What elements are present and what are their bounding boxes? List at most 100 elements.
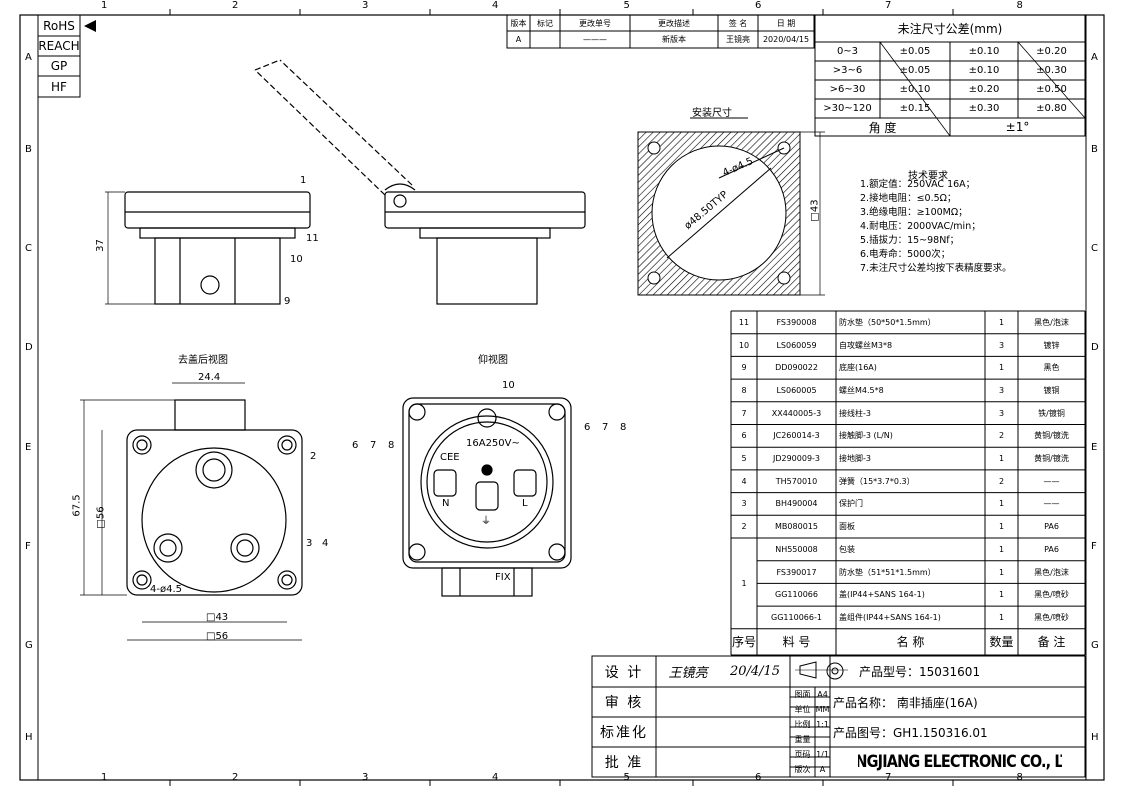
bottom-view bbox=[402, 397, 572, 597]
designer-name: 王镜亮 bbox=[668, 666, 708, 681]
bom-cell: 11 bbox=[738, 317, 750, 327]
bom-cell: 1 bbox=[998, 454, 1005, 464]
frame-top-number: 1 bbox=[101, 0, 108, 11]
bom-cell: PA6 bbox=[1044, 522, 1059, 532]
bom-cell: 黄铜/镀洗 bbox=[1034, 431, 1069, 441]
balloon-rear: 4 bbox=[322, 538, 329, 549]
rev-header: 更改单号 bbox=[579, 18, 611, 28]
design-date: 20/4/15 bbox=[729, 664, 781, 679]
bom-cell: LS060059 bbox=[776, 340, 817, 350]
bom-cell: 黑色/喷砂 bbox=[1034, 590, 1069, 600]
bom-header: 序号 bbox=[731, 635, 756, 650]
tolerance-cell: >6~30 bbox=[829, 84, 866, 95]
balloon-bottom: 6 bbox=[584, 422, 591, 433]
balloon-bottom: 8 bbox=[620, 422, 627, 433]
bom-cell: 2 bbox=[998, 431, 1005, 441]
balloon-bottom: 7 bbox=[602, 422, 609, 433]
bom-cell: 2 bbox=[741, 522, 747, 532]
tech-req-item: 1.额定值：250VAC 16A； bbox=[860, 179, 976, 190]
frame-bottom-number: 3 bbox=[362, 772, 369, 783]
side-view-right bbox=[254, 59, 586, 305]
tech-req-list: 1.额定值：250VAC 16A； 2.接地电阻：≤0.5Ω； 3.绝缘电阻：≥… bbox=[860, 178, 1012, 276]
balloon-bottom: 8 bbox=[388, 440, 395, 451]
bom-cell: 8 bbox=[741, 385, 747, 395]
rear-height-dim: 67.5 bbox=[71, 494, 83, 517]
bom-cell: 1 bbox=[998, 544, 1005, 554]
frame-left-letter: G bbox=[25, 639, 33, 651]
tolerance-cell: ±0.30 bbox=[968, 103, 1000, 114]
rear-view-title: 去盖后视图 bbox=[178, 355, 228, 366]
rev-header: 更改描述 bbox=[658, 18, 690, 28]
tolerance-cell: >30~120 bbox=[823, 103, 872, 114]
tolerance-cell: 0~3 bbox=[836, 46, 859, 57]
bom-cell: 镀锌 bbox=[1043, 340, 1060, 350]
tolerance-cell: ±0.30 bbox=[1036, 65, 1067, 76]
bom-cell: 黄铜/镀洗 bbox=[1034, 454, 1069, 464]
bom-cell: —— bbox=[1043, 476, 1060, 486]
frame-bottom-number: 4 bbox=[492, 772, 499, 783]
bom-cell: NH550008 bbox=[775, 544, 818, 554]
rev-cell: 王镜亮 bbox=[726, 35, 750, 44]
bom-cell: 黑色 bbox=[1043, 363, 1060, 373]
balloon-rear: 2 bbox=[310, 451, 317, 462]
tolerance-cell: ±0.20 bbox=[968, 84, 1000, 95]
rev-cell bbox=[530, 31, 560, 48]
rev-header: 版本 bbox=[510, 18, 527, 28]
product-name: 产品名称： 南非插座(16A) bbox=[833, 695, 978, 710]
tolerance-cell: ±0.80 bbox=[1036, 103, 1067, 114]
tech-req-item: 5.插拔力：15~98Nf； bbox=[860, 235, 960, 246]
frame-right-letter: E bbox=[1091, 441, 1098, 453]
bom-cell: 5 bbox=[741, 454, 747, 464]
frame-left-letter: A bbox=[25, 51, 32, 63]
bom-cell: 1 bbox=[998, 590, 1005, 600]
bom-cell: PA6 bbox=[1044, 544, 1059, 554]
selection-arrow-icon bbox=[84, 20, 96, 32]
install-square-dim: □43 bbox=[809, 199, 821, 222]
frame-left-letter: F bbox=[25, 540, 31, 552]
frame-top-number: 8 bbox=[1016, 0, 1023, 11]
tb-meta-cell: A bbox=[819, 765, 826, 774]
bom-cell: BH490004 bbox=[775, 499, 818, 509]
frame-bottom-number: 8 bbox=[1016, 772, 1023, 783]
face-neutral-mark: N bbox=[442, 498, 450, 509]
tb-meta-cell: 1:1 bbox=[816, 720, 829, 729]
frame-right-letter: F bbox=[1091, 540, 1097, 552]
bom-cell: 面板 bbox=[839, 522, 855, 532]
projection-symbol-icon bbox=[795, 661, 848, 680]
bom-cell: 3 bbox=[998, 408, 1005, 418]
rear-bottom-dim-outer: □56 bbox=[206, 631, 229, 642]
rear-view bbox=[80, 382, 303, 641]
bom-merged-index: 1 bbox=[741, 578, 747, 588]
rev-cell: 新版本 bbox=[662, 35, 686, 44]
bom-cell: GG110066-1 bbox=[771, 612, 822, 622]
frame-bottom-number: 1 bbox=[101, 772, 108, 783]
frame-bottom-number: 2 bbox=[232, 772, 239, 783]
tb-label-approve: 批 准 bbox=[604, 755, 644, 771]
tech-req-item: 2.接地电阻：≤0.5Ω； bbox=[860, 193, 957, 204]
tolerance-title: 未注尺寸公差(mm) bbox=[897, 22, 1003, 36]
tb-meta-cell: A4 bbox=[817, 690, 828, 699]
bom-cell: 保护门 bbox=[839, 499, 863, 509]
bom-cell: 3 bbox=[998, 385, 1005, 395]
bom-cell: 黑色/喷砂 bbox=[1034, 612, 1069, 622]
bom-header: 备 注 bbox=[1037, 635, 1066, 650]
tb-meta-cell: MM bbox=[815, 705, 830, 714]
bom-cell: 接地脚-3 bbox=[839, 454, 871, 464]
balloon-side: 1 bbox=[300, 175, 307, 186]
tb-meta-cell: 比例 bbox=[794, 720, 811, 729]
tb-label-standard: 标准化 bbox=[600, 725, 648, 741]
tab-label: FIX bbox=[495, 572, 511, 583]
bom-cell: FS390008 bbox=[776, 317, 817, 327]
rev-header: 签 名 bbox=[728, 18, 748, 28]
bom-cell: —— bbox=[1043, 499, 1060, 509]
face-live-mark: L bbox=[522, 498, 528, 509]
reach-label: REACH bbox=[38, 39, 80, 53]
frame-bottom-number: 7 bbox=[885, 772, 892, 783]
frame-right-letter: G bbox=[1091, 639, 1099, 651]
bom-cell: 防水垫（51*51*1.5mm） bbox=[839, 567, 936, 577]
tb-meta-cell bbox=[815, 732, 830, 747]
frame-right-letter: D bbox=[1091, 342, 1099, 353]
bom-cell: 10 bbox=[738, 340, 750, 350]
tb-meta-cell: 单位 bbox=[794, 705, 811, 714]
face-cee-text: CEE bbox=[440, 452, 460, 463]
